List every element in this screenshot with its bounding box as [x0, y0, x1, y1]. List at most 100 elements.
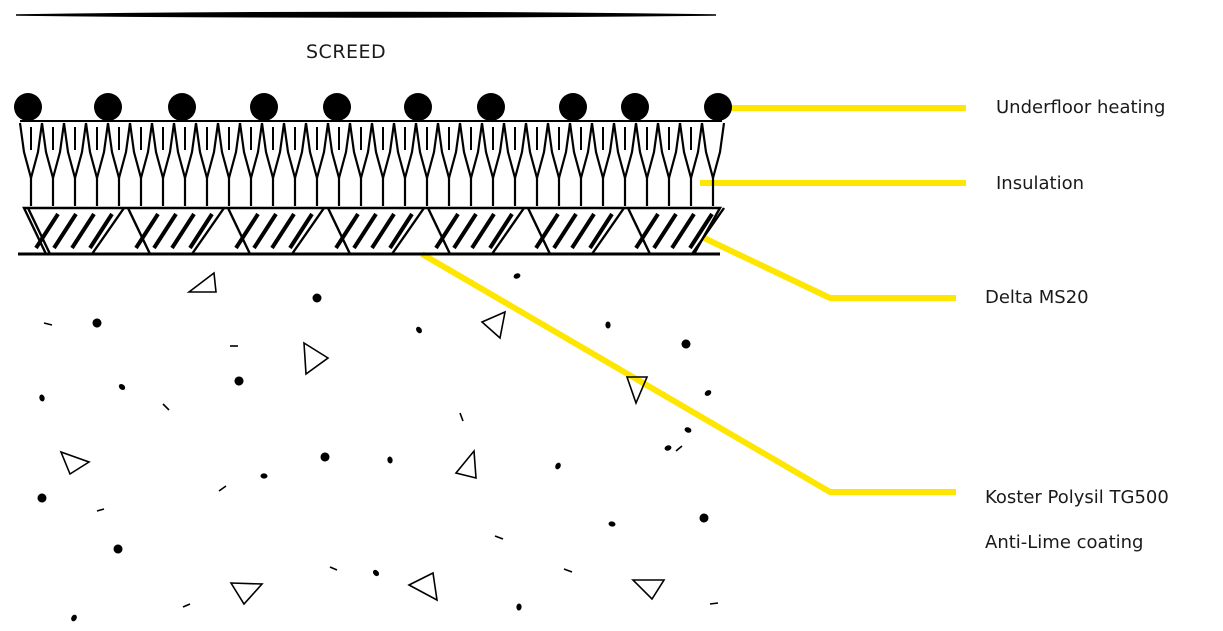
membrane-edge	[626, 207, 652, 255]
aggregate-dot	[699, 513, 709, 523]
aggregate-stone	[229, 582, 264, 606]
screed-label: SCREED	[306, 41, 387, 63]
membrane-hatch	[670, 212, 696, 250]
delta-ms20-label: Delta MS20	[985, 287, 1089, 308]
aggregate-dot	[608, 521, 616, 527]
aggregate-stone	[407, 571, 439, 602]
aggregate-dot	[234, 376, 244, 386]
leader-lines	[420, 105, 966, 495]
heating-pipe	[477, 93, 505, 121]
membrane-hatch	[688, 212, 714, 250]
aggregate-dot	[71, 614, 77, 622]
aggregate-dot	[39, 394, 45, 402]
membrane-hatch	[488, 212, 514, 250]
heating-pipe	[404, 93, 432, 121]
aggregate-dash	[709, 602, 719, 605]
aggregate-stone	[631, 579, 666, 601]
leader-koster-coating	[420, 251, 956, 495]
membrane-edge	[691, 207, 725, 255]
membrane-hatch	[352, 212, 378, 250]
aggregate-stone	[454, 448, 477, 480]
aggregate-stone	[59, 450, 91, 476]
membrane-hatch	[652, 212, 678, 250]
membrane-hatch	[452, 212, 478, 250]
aggregate-dash	[182, 603, 191, 608]
membrane-edge	[591, 207, 625, 255]
anti-lime-coating-label: Anti-Lime coating	[985, 532, 1144, 553]
heating-pipe	[323, 93, 351, 121]
aggregate-dash	[162, 403, 170, 411]
heating-pipe	[168, 93, 196, 121]
aggregate-dash	[218, 485, 227, 492]
aggregate-dot	[92, 318, 102, 328]
membrane-hatch	[88, 212, 114, 250]
heating-pipe	[704, 93, 732, 121]
membrane-hatch	[370, 212, 396, 250]
aggregate-dot	[664, 445, 672, 451]
aggregate-dash	[563, 568, 573, 573]
aggregate-dash	[96, 508, 105, 512]
heating-pipe	[559, 93, 587, 121]
aggregate-dash	[675, 445, 683, 452]
heating-pipe	[250, 93, 278, 121]
underfloor-heating-pipes	[14, 93, 732, 121]
aggregate-dot	[260, 473, 268, 479]
membrane-edge	[226, 207, 252, 255]
membrane-hatch	[34, 212, 60, 250]
membrane-hatch	[234, 212, 260, 250]
aggregate-dot	[320, 452, 330, 462]
aggregate-dot	[37, 493, 47, 503]
heating-pipe	[94, 93, 122, 121]
membrane-hatch	[588, 212, 614, 250]
leader-delta-ms20	[702, 235, 956, 301]
membrane-hatch	[252, 212, 278, 250]
membrane-edge	[126, 207, 152, 255]
aggregate-stone	[480, 310, 507, 340]
membrane-hatch	[534, 212, 560, 250]
membrane-hatch	[470, 212, 496, 250]
aggregate-dot	[704, 390, 712, 396]
aggregate-stone	[186, 271, 217, 293]
insulation-chevron	[700, 122, 726, 183]
aggregate-dot	[118, 384, 126, 390]
aggregate-dot	[516, 603, 522, 611]
koster-polysil-label: Koster Polysil TG500	[985, 487, 1169, 508]
membrane-hatch	[288, 212, 314, 250]
membrane-hatch	[70, 212, 96, 250]
membrane-edge	[326, 207, 352, 255]
insulation-layer	[18, 120, 726, 206]
underfloor-heating-label: Underfloor heating	[996, 97, 1166, 118]
membrane-hatch	[570, 212, 596, 250]
membrane-hatch	[334, 212, 360, 250]
heating-pipe	[14, 93, 42, 121]
aggregate-dot	[312, 293, 322, 303]
membrane-hatch	[188, 212, 214, 250]
insulation-label: Insulation	[996, 173, 1085, 194]
membrane-edge	[26, 207, 52, 255]
aggregate-dot	[555, 462, 561, 470]
heating-pipe	[621, 93, 649, 121]
aggregate-dash	[43, 322, 53, 326]
membrane-hatch	[552, 212, 578, 250]
concrete-substrate	[37, 271, 719, 622]
aggregate-stone	[625, 376, 649, 406]
membrane-hatch	[270, 212, 296, 250]
membrane-hatch	[388, 212, 414, 250]
aggregate-dash	[329, 566, 338, 571]
membrane-hatch	[134, 212, 160, 250]
membrane-edge	[426, 207, 452, 255]
membrane-edge	[291, 207, 325, 255]
membrane-edge	[391, 207, 425, 255]
membrane-edge	[191, 207, 225, 255]
aggregate-dash	[459, 412, 464, 422]
aggregate-dot	[113, 544, 123, 554]
screed-top-line	[15, 11, 717, 18]
membrane-hatch	[170, 212, 196, 250]
membrane-hatch	[434, 212, 460, 250]
membrane-edge	[526, 207, 552, 255]
aggregate-dot	[416, 326, 422, 334]
aggregate-dot	[513, 273, 521, 279]
aggregate-dot	[372, 569, 380, 577]
membrane-edge	[491, 207, 525, 255]
